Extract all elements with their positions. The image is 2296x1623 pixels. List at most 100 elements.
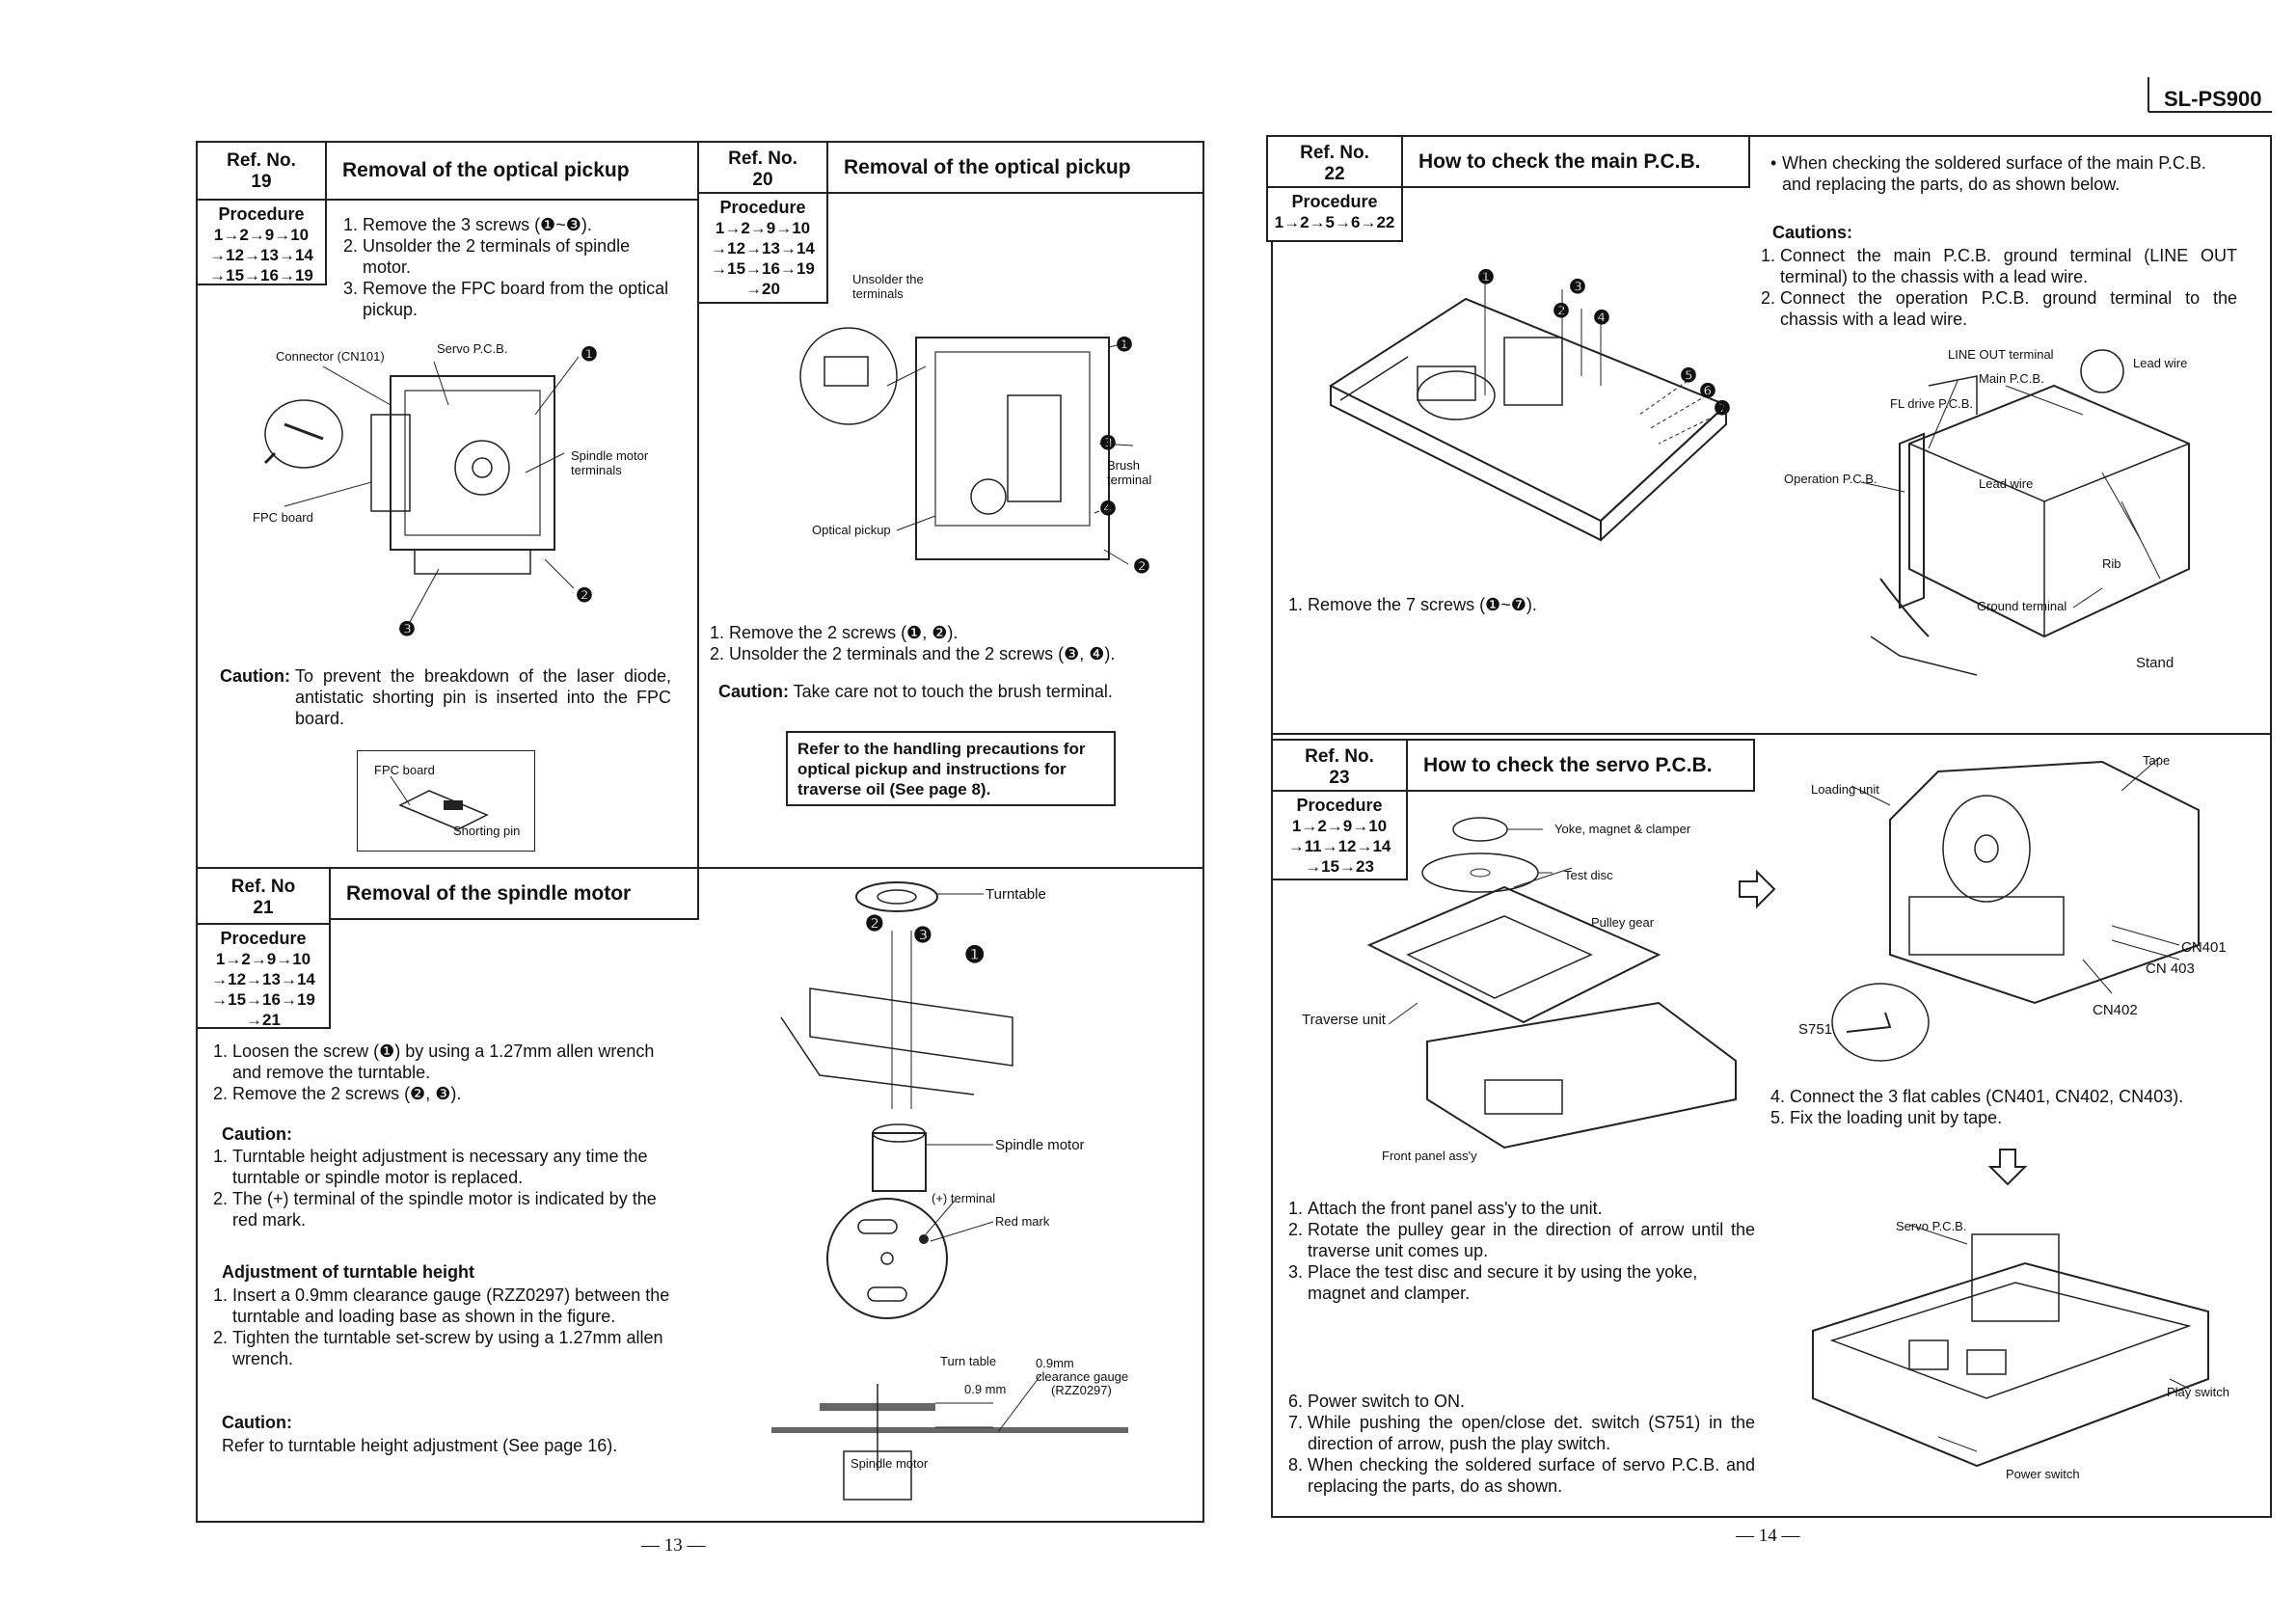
procedure-23: Procedure 1→2→9→10 →11→12→14 →15→23 <box>1271 790 1408 880</box>
label-pulley-gear: Pulley gear <box>1591 915 1655 930</box>
label-fl-drive: FL drive P.C.B. <box>1890 396 1973 411</box>
adjustment-items: Insert a 0.9mm clearance gauge (RZZ0297)… <box>207 1285 685 1369</box>
label-servo-pcb: Servo P.C.B. <box>437 341 508 356</box>
right-arrow-icon <box>1739 869 1776 909</box>
optical-pickup-diagram-20 <box>799 327 1134 565</box>
label-plus-terminal: (+) terminal <box>932 1191 996 1205</box>
cautions-22-label: Cautions: <box>1772 223 1852 242</box>
handling-note: Refer to the handling precautions for op… <box>786 731 1116 806</box>
inset-label-fpc: FPC board <box>374 763 435 777</box>
section-22-intro: •When checking the soldered surface of t… <box>1770 153 2206 194</box>
label-main-pcb: Main P.C.B. <box>1979 371 2044 386</box>
section-23-steps-c: Power switch to ON. While pushing the op… <box>1283 1391 1755 1497</box>
caution-20: Caution: Take care not to touch the brus… <box>718 682 1113 701</box>
spindle-motor-diagram <box>771 881 1128 1501</box>
label-gauge-code: (RZZ0297) <box>1051 1383 1112 1397</box>
section-22-step: Remove the 7 screws (❶~❼). <box>1283 594 1716 615</box>
label-unsolder: Unsolder the <box>852 272 924 286</box>
step: Loosen the screw (❶) by using a 1.27mm a… <box>232 1041 685 1083</box>
label-terminals-20: terminals <box>852 286 904 301</box>
screw-marker-3: ❸ <box>913 923 932 947</box>
label-lead-wire-2: Lead wire <box>1979 476 2034 491</box>
label-cn401: CN401 <box>2181 939 2227 956</box>
loading-unit-diagram <box>1831 756 2200 1062</box>
procedure-22: Procedure 1→2→5→6→22 <box>1266 186 1403 242</box>
label-spindle-motor-2: Spindle motor <box>851 1456 929 1471</box>
down-arrow-icon <box>1987 1149 2028 1186</box>
label-operation-pcb: Operation P.C.B. <box>1784 472 1877 486</box>
label-red-mark: Red mark <box>995 1214 1050 1229</box>
label-front-panel: Front panel ass'y <box>1382 1149 1477 1163</box>
page-number-left: — 13 — <box>641 1535 706 1555</box>
label-traverse-unit: Traverse unit <box>1302 1012 1386 1028</box>
right-row-divider <box>1271 733 2272 735</box>
section-22-title: How to check the main P.C.B. <box>1401 135 1750 188</box>
screw-marker-1: ❶ <box>1477 267 1495 288</box>
label-turn-table: Turn table <box>940 1354 997 1368</box>
screw-marker-2: ❷ <box>1133 556 1150 578</box>
model-number: SL-PS900 <box>2164 87 2262 111</box>
step: Remove the FPC board from the optical pi… <box>363 278 670 320</box>
step: Remove the 2 screws (❷, ❸). <box>232 1083 685 1104</box>
shorting-pin-drawing <box>390 775 489 830</box>
section-23-steps-b: Connect the 3 flat cables (CN401, CN402,… <box>1765 1086 2247 1128</box>
screw-marker-1: ❶ <box>964 942 986 968</box>
label-s751: S751 <box>1798 1021 1833 1038</box>
label-terminals: terminals <box>571 463 622 477</box>
label-brush-terminal: terminal <box>1107 473 1152 487</box>
screw-marker-1: ❶ <box>1116 335 1133 356</box>
section-20-title: Removal of the optical pickup <box>826 141 1204 194</box>
caution2-21-text: Refer to turntable height adjustment (Se… <box>222 1436 618 1455</box>
ref-no-23: Ref. No.23 <box>1271 739 1408 792</box>
adjustment-title: Adjustment of turntable height <box>222 1262 474 1282</box>
caution2-21-label: Caution: <box>222 1413 292 1432</box>
label-ground-terminal: Ground terminal <box>1977 599 2067 613</box>
ref-no-19: Ref. No.19 <box>196 141 327 201</box>
label-servo-pcb: Servo P.C.B. <box>1896 1219 1967 1233</box>
label-connector: Connector (CN101) <box>276 349 385 364</box>
label-cn403: CN 403 <box>2146 960 2195 977</box>
section-19-title: Removal of the optical pickup <box>325 141 699 201</box>
screw-marker-4: ❹ <box>1593 308 1610 329</box>
shorting-pin-inset <box>357 750 535 852</box>
label-test-disc: Test disc <box>1564 868 1613 882</box>
procedure-20: Procedure 1→2→9→10 →12→13→14 →15→16→19 →… <box>697 192 828 304</box>
procedure-21: Procedure 1→2→9→10 →12→13→14 →15→16→19 →… <box>196 923 331 1029</box>
caution-21-label: Caution: <box>222 1124 292 1144</box>
label-gauge-name: clearance gauge <box>1036 1369 1129 1384</box>
procedure-19: Procedure 1→2→9→10 →12→13→14 →15→16→19 <box>196 199 327 285</box>
label-gauge-size: 0.9mm <box>1036 1356 1074 1370</box>
label-tape: Tape <box>2143 753 2171 768</box>
step: Remove the 3 screws (❶~❸). <box>363 214 670 235</box>
ref-no-22: Ref. No.22 <box>1266 135 1403 188</box>
screw-marker-3: ❸ <box>1099 433 1117 454</box>
ref-no-20: Ref. No.20 <box>697 141 828 194</box>
label-lead-wire: Lead wire <box>2133 356 2188 370</box>
label-cn402: CN402 <box>2093 1002 2138 1018</box>
screw-marker-3: ❸ <box>1569 277 1586 298</box>
label-gap: 0.9 mm <box>964 1382 1007 1396</box>
label-yoke: Yoke, magnet & clamper <box>1554 822 1691 836</box>
section-19-steps: Remove the 3 screws (❶~❸). Unsolder the … <box>338 214 670 320</box>
label-optical-pickup: Optical pickup <box>812 523 891 537</box>
inset-label-shorting: Shorting pin <box>453 824 521 838</box>
step: Remove the 2 screws (❶, ❷). <box>729 622 1186 643</box>
screw-marker-2: ❷ <box>576 585 593 607</box>
section-20-steps: Remove the 2 screws (❶, ❷). Unsolder the… <box>704 622 1186 664</box>
label-play-switch: Play switch <box>2167 1385 2230 1399</box>
screw-marker-2: ❷ <box>865 911 884 935</box>
label-spindle-motor: Spindle motor <box>571 448 649 463</box>
label-spindle-motor: Spindle motor <box>995 1137 1085 1153</box>
screw-marker-5: ❺ <box>1680 365 1697 387</box>
step: Unsolder the 2 terminals of spindle moto… <box>363 235 670 278</box>
label-brush: Brush <box>1107 458 1140 473</box>
page-number-right: — 14 — <box>1736 1526 1800 1546</box>
label-stand: Stand <box>2136 655 2174 671</box>
label-rib: Rib <box>2102 556 2121 571</box>
screw-marker-3: ❸ <box>398 619 416 640</box>
caution-19: Caution: To prevent the breakdown of the… <box>220 666 671 728</box>
ground-wire-diagram <box>1860 349 2190 676</box>
servo-pcb-diagram <box>1812 1224 2209 1468</box>
